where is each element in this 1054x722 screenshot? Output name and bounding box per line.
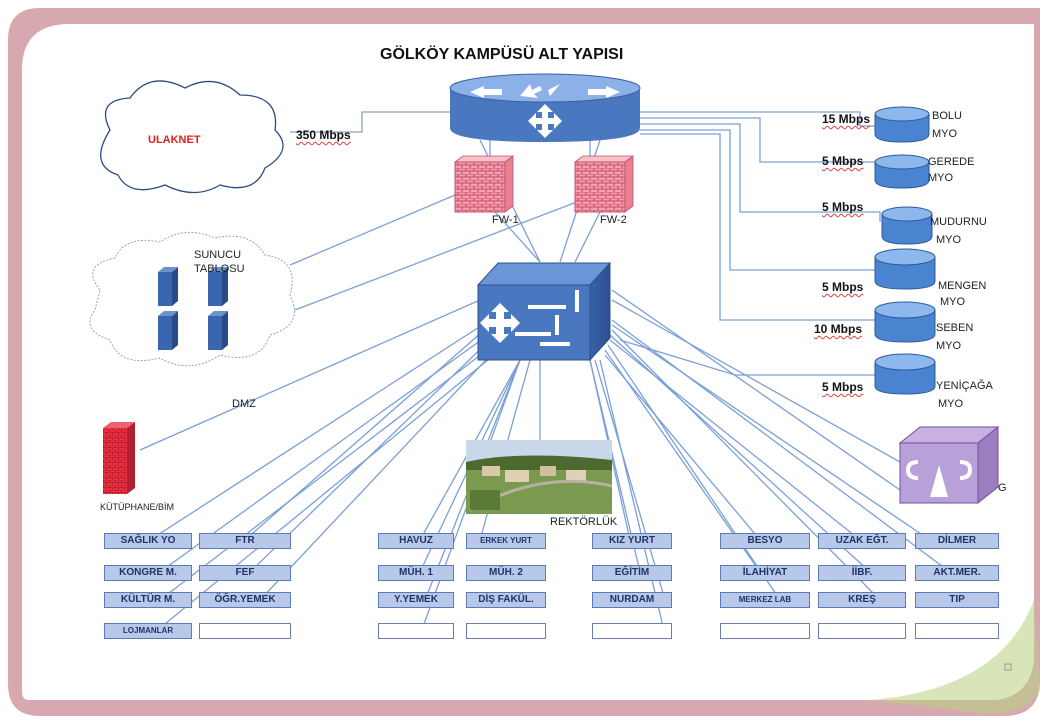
building-empty-6 xyxy=(818,623,906,639)
seben-speed: 10 Mbps xyxy=(814,322,863,336)
firewall-1 xyxy=(453,155,515,213)
building-empty-2 xyxy=(378,623,454,639)
seben-name: SEBEN xyxy=(936,322,974,334)
access-server-label: G xyxy=(998,482,1007,494)
building-egitim: EĞİTİM xyxy=(592,565,672,581)
bolu-speed: 15 Mbps xyxy=(822,112,871,126)
yenicaga-suffix: MYO xyxy=(938,398,964,410)
ulaknet-label: ULAKNET xyxy=(148,134,201,146)
building-empty-4 xyxy=(592,623,672,639)
building-besyo: BESYO xyxy=(720,533,810,549)
yenicaga-name: YENİÇAĞA xyxy=(936,380,993,392)
building-muh1: MÜH. 1 xyxy=(378,565,454,581)
building-kiz-yurt: KIZ YURT xyxy=(592,533,672,549)
building-merkez-lab: MERKEZ LAB xyxy=(720,592,810,608)
rektorluk-label: REKTÖRLÜK xyxy=(550,516,618,528)
building-uzak-egt: UZAK EĞT. xyxy=(818,533,906,549)
building-empty-3 xyxy=(466,623,546,639)
building-ftr: FTR xyxy=(199,533,291,549)
building-ogr-yemek: ÖĞR.YEMEK xyxy=(199,592,291,608)
dmz-label: DMZ xyxy=(232,398,256,410)
mengen-name: MENGEN xyxy=(938,280,987,292)
firewall-1-label: FW-1 xyxy=(492,214,519,226)
bolu-suffix: MYO xyxy=(932,128,958,140)
core-switch xyxy=(476,261,612,362)
server-cloud xyxy=(89,231,295,367)
mudurnu-speed: 5 Mbps xyxy=(822,200,864,214)
ulaknet-cloud xyxy=(100,80,284,194)
building-tip: TIP xyxy=(915,592,999,608)
corner-marker xyxy=(1004,663,1012,671)
firewall-2-label: FW-2 xyxy=(600,214,627,226)
building-empty-7 xyxy=(915,623,999,639)
building-lojmanlar: LOJMANLAR xyxy=(104,623,192,639)
building-nurdam: NURDAM xyxy=(592,592,672,608)
building-empty-1 xyxy=(199,623,291,639)
remote-site-cylinders xyxy=(874,106,936,395)
yenicaga-speed: 5 Mbps xyxy=(822,380,864,394)
server-icons xyxy=(158,267,228,350)
building-erkek-yurt: ERKEK YURT xyxy=(466,533,546,549)
mudurnu-suffix: MYO xyxy=(936,234,962,246)
building-empty-5 xyxy=(720,623,810,639)
building-y-yemek: Y.YEMEK xyxy=(378,592,454,608)
building-kres: KREŞ xyxy=(818,592,906,608)
core-router xyxy=(449,73,641,142)
building-kultur: KÜLTÜR M. xyxy=(104,592,192,608)
library-firewall xyxy=(103,422,135,494)
building-dilmer: DİLMER xyxy=(915,533,999,549)
seben-suffix: MYO xyxy=(936,340,962,352)
bolu-name: BOLU xyxy=(932,110,962,122)
mudurnu-name: MUDURNU xyxy=(930,216,987,228)
building-havuz: HAVUZ xyxy=(378,533,454,549)
mengen-suffix: MYO xyxy=(940,296,966,308)
library-label: KÜTÜPHANE/BİM xyxy=(100,502,175,512)
building-kongre: KONGRE M. xyxy=(104,565,192,581)
network-links xyxy=(139,111,951,636)
access-server xyxy=(898,425,1000,505)
building-saglik-yo: SAĞLIK YO xyxy=(104,533,192,549)
gerede-speed: 5 Mbps xyxy=(822,154,864,168)
building-dis-fakul: DİŞ FAKÜL. xyxy=(466,592,546,608)
ulaknet-speed: 350 Mbps xyxy=(296,128,351,142)
building-ilahiyat: İLAHİYAT xyxy=(720,565,810,581)
rektorluk-photo xyxy=(466,440,613,514)
server-cloud-label: SUNUCU TABLOSU xyxy=(194,249,245,275)
gerede-name: GEREDE xyxy=(928,156,975,168)
mengen-speed: 5 Mbps xyxy=(822,280,864,294)
firewall-2 xyxy=(573,155,635,213)
building-akt-mer: AKT.MER. xyxy=(915,565,999,581)
building-iibf: İİBF. xyxy=(818,565,906,581)
building-fef: FEF xyxy=(199,565,291,581)
diagram-title: GÖLKÖY KAMPÜSÜ ALT YAPISI xyxy=(380,46,624,63)
building-muh2: MÜH. 2 xyxy=(466,565,546,581)
gerede-suffix: MYO xyxy=(928,172,954,184)
